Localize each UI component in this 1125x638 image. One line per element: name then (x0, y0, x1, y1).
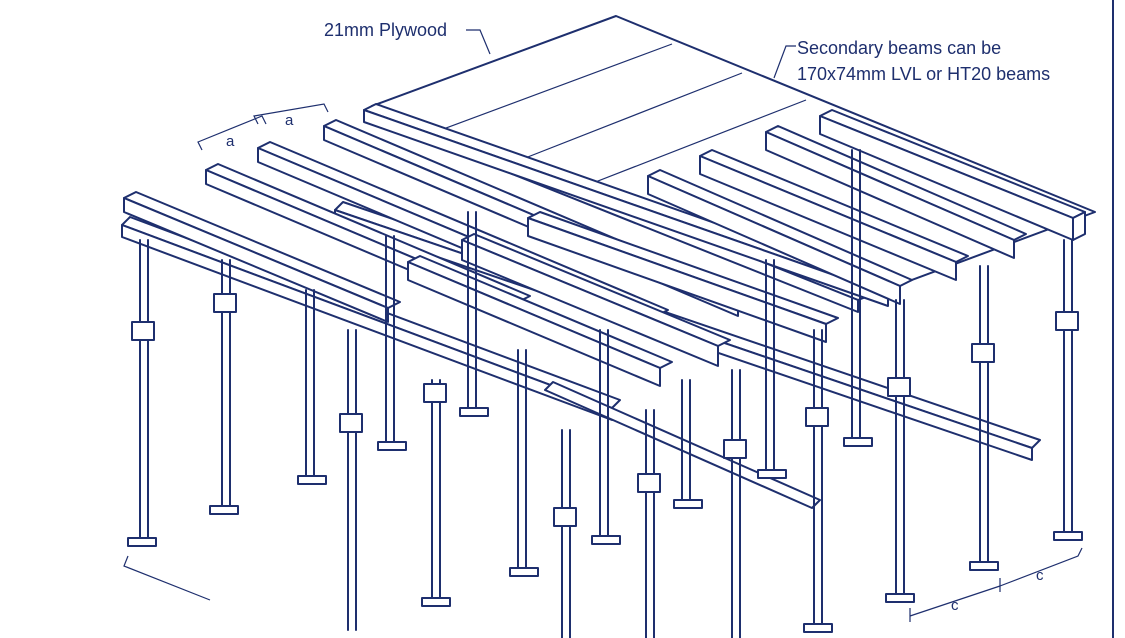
plywood-joint-3 (579, 99, 807, 189)
plywood-joint-1 (437, 43, 673, 132)
dimension-a-left: a (226, 133, 235, 150)
dimension-a-right: a (285, 112, 294, 129)
prop (723, 369, 747, 638)
secondary-beam (699, 149, 969, 281)
prop (459, 211, 489, 417)
prop (885, 299, 915, 603)
secondary-beam (123, 191, 401, 323)
prop (803, 329, 833, 633)
prop (637, 409, 661, 638)
secondary-beam (407, 255, 673, 387)
prop (757, 259, 787, 479)
prop (377, 235, 407, 451)
prop (127, 239, 157, 547)
secondary-leader (773, 45, 796, 79)
prop (553, 429, 577, 638)
prop (421, 379, 451, 607)
plywood-label: 21mm Plywood (324, 20, 447, 40)
prop (339, 329, 363, 631)
secondary-beam (647, 169, 913, 305)
prop (209, 259, 239, 515)
prop (673, 379, 703, 509)
secondary-beam (527, 211, 839, 343)
dimension-lines (123, 103, 1083, 622)
props (127, 149, 1083, 638)
secondary-beam (461, 233, 731, 367)
prop (509, 349, 539, 577)
dimension-c-left: c (951, 597, 959, 614)
secondary-beams-label-line2: 170x74mm LVL or HT20 beams (797, 64, 1050, 84)
plywood-leader (466, 29, 491, 55)
secondary-beams-label-line1: Secondary beams can be (797, 38, 1001, 58)
secondary-beam (765, 125, 1027, 259)
prop (591, 329, 621, 545)
prop (969, 265, 999, 571)
prop (843, 149, 873, 447)
prop (1053, 239, 1083, 541)
plywood-joint-2 (514, 72, 743, 163)
secondary-beams-right (647, 109, 1086, 305)
prop (297, 289, 327, 485)
secondary-beams-front (407, 211, 839, 387)
dimension-c-right: c (1036, 567, 1044, 584)
